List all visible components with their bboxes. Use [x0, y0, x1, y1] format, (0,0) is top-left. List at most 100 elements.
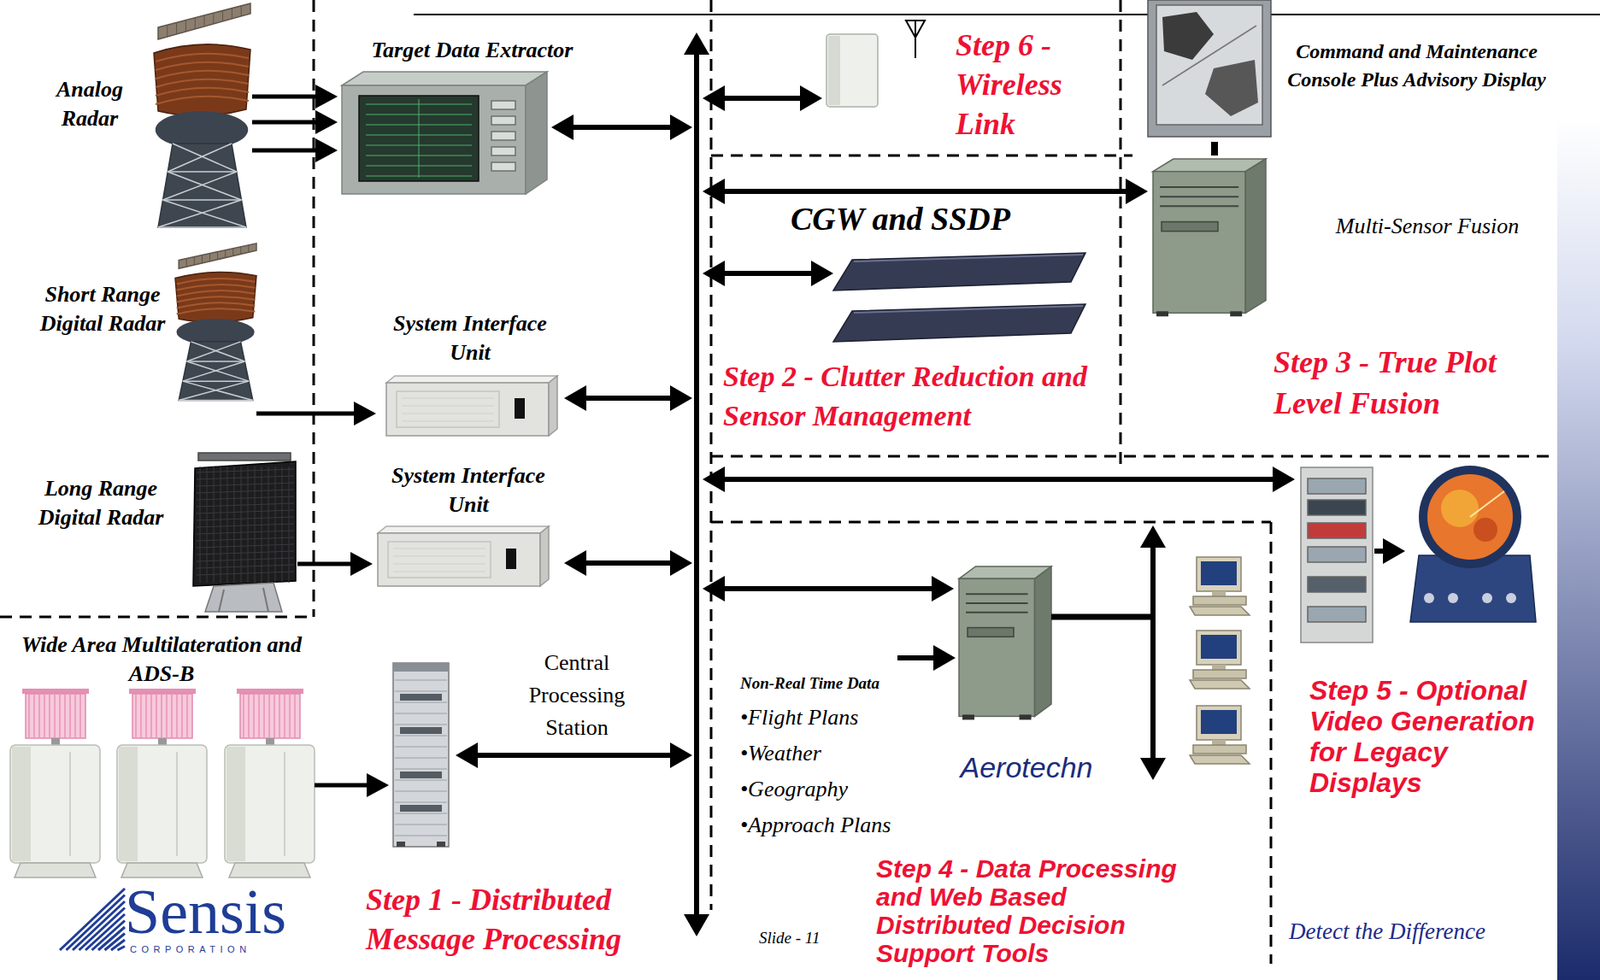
arrow-head — [670, 385, 693, 412]
processing-rack — [393, 663, 449, 848]
node-label: Aerotechn — [935, 750, 1118, 785]
data-server: Aerotechn — [935, 564, 1118, 789]
processing-rack — [394, 735, 448, 737]
antenna-array — [48, 694, 51, 738]
station-cabinet — [11, 747, 31, 862]
logo-stripes — [117, 947, 126, 952]
rack-module — [400, 805, 442, 812]
radar-tower — [182, 381, 253, 400]
processing-rack — [394, 802, 448, 804]
interface-chassis — [386, 376, 558, 383]
connector-line — [1211, 141, 1218, 156]
antenna-array — [38, 694, 41, 738]
arrow-head — [1140, 525, 1166, 548]
side-bar — [1557, 0, 1600, 980]
arrow-head — [811, 260, 834, 287]
keyboard — [1189, 606, 1250, 616]
antenna-mast — [265, 738, 275, 746]
server-slot — [965, 602, 1029, 605]
workstation — [1196, 557, 1242, 592]
server-slot — [965, 611, 1029, 614]
top-rule — [413, 13, 1600, 16]
radar-array — [196, 510, 295, 514]
workstation — [1211, 591, 1226, 597]
video-module — [1307, 576, 1366, 593]
video-module — [1307, 547, 1366, 563]
radar-dish — [176, 290, 256, 296]
antenna-array — [186, 694, 189, 738]
antenna-array — [240, 694, 300, 739]
station-cabinet — [283, 752, 286, 857]
node-label: System Interface Unit — [376, 309, 565, 368]
radar-tower — [182, 361, 245, 382]
step-label: Step 4 - Data Processing and Web Based D… — [876, 854, 1189, 968]
radar-dish — [155, 88, 249, 96]
processing-rack: Central Processing Station — [388, 636, 646, 851]
workstation-screen — [1200, 635, 1237, 659]
keyboard — [1189, 680, 1250, 689]
station-cabinet — [118, 747, 138, 862]
radar-array — [196, 530, 295, 535]
radar-tower — [163, 171, 237, 200]
radar-tower — [167, 171, 242, 200]
power-switch — [514, 398, 525, 419]
processing-rack — [394, 713, 448, 715]
region-border — [711, 521, 1271, 524]
processing-rack — [394, 813, 448, 815]
station-cabinet — [10, 745, 100, 864]
antenna-mast — [158, 738, 167, 746]
server-bay — [1161, 222, 1218, 232]
interface-chassis — [548, 376, 558, 436]
antenna-array — [181, 694, 183, 738]
extractor-button — [491, 131, 516, 141]
node-label: Long Range Digital Radar — [23, 474, 178, 533]
interface-chassis — [386, 382, 549, 436]
radar-array — [196, 551, 295, 555]
workstation-screen — [1200, 561, 1237, 586]
rack-server — [833, 304, 1086, 342]
interface-panel — [401, 405, 495, 407]
arrow-head — [670, 114, 693, 141]
arrow-head — [933, 645, 956, 671]
radar-antenna — [178, 243, 257, 269]
logo-stripes — [98, 927, 125, 951]
radar-scope — [1418, 465, 1522, 569]
map-shape — [1205, 59, 1259, 117]
connector-line — [314, 783, 367, 789]
radar-array — [213, 466, 215, 583]
antenna-array — [170, 694, 173, 738]
antenna-array — [135, 694, 137, 738]
radar-tower — [163, 200, 247, 228]
bus-arrow — [476, 752, 672, 759]
console-knob — [1482, 593, 1493, 604]
processing-rack — [394, 702, 448, 704]
region-border — [312, 0, 316, 618]
bus-arrow — [723, 188, 1128, 195]
antenna-array — [132, 694, 193, 739]
radar-antenna — [209, 253, 211, 262]
connector-line — [252, 148, 316, 153]
radar-antenna — [212, 12, 214, 24]
processing-rack — [393, 663, 449, 672]
bus-arrow — [723, 270, 813, 277]
radar-antenna — [232, 248, 234, 257]
radar-tower — [178, 341, 253, 401]
server-foot — [1156, 311, 1169, 317]
antenna-array — [22, 688, 89, 695]
radar-dish — [175, 271, 257, 323]
region-border — [711, 154, 1133, 158]
extractor-button — [491, 147, 516, 156]
interface-panel — [401, 421, 495, 423]
list-item: •Weather — [740, 740, 963, 768]
workstation-screen — [1200, 710, 1237, 735]
radar-tower — [178, 400, 253, 402]
antenna-array — [140, 694, 142, 738]
station-cabinet — [176, 752, 178, 857]
station-cabinet — [117, 745, 207, 864]
wireless-unit — [828, 35, 841, 106]
radar-dish — [176, 308, 256, 314]
connector-line — [256, 411, 354, 417]
server-tower — [958, 578, 1036, 717]
radar-antenna — [241, 5, 242, 17]
